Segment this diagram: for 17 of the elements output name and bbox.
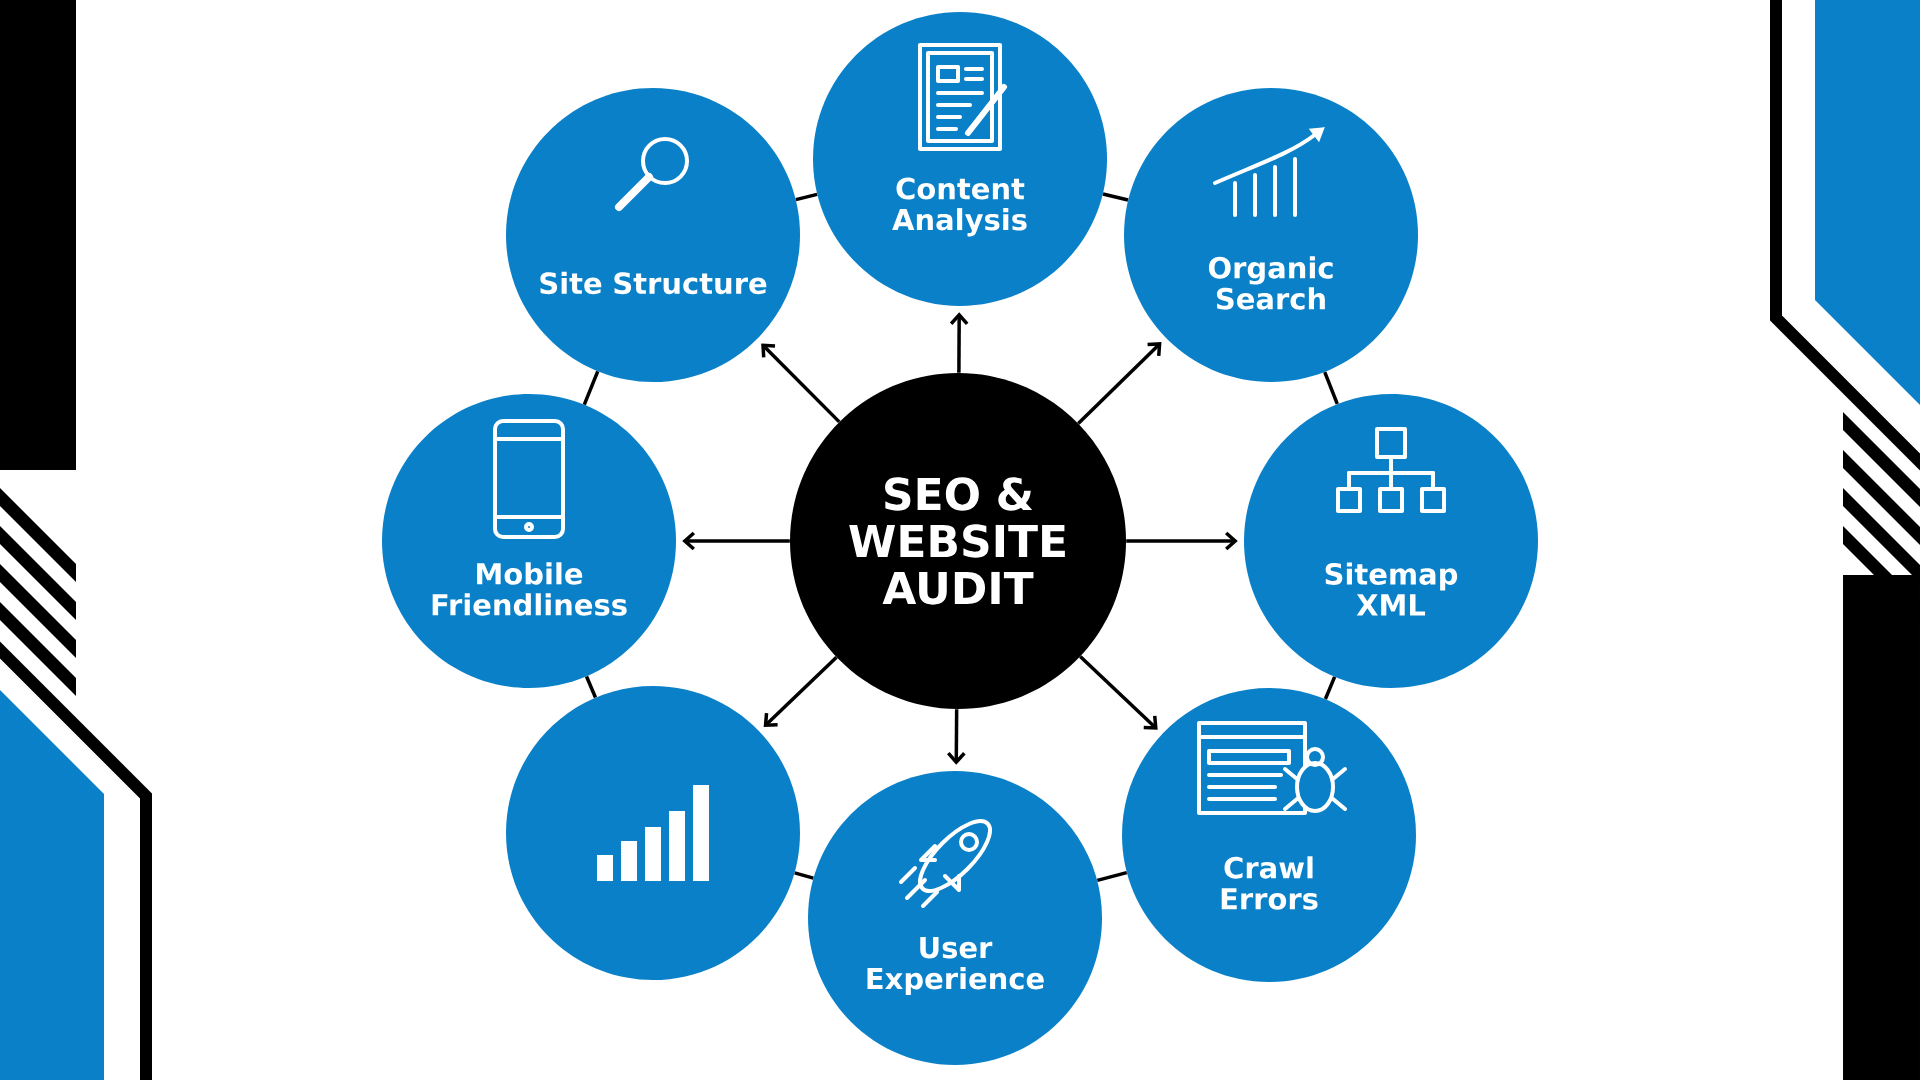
connector-line xyxy=(1102,192,1129,202)
connector-line xyxy=(795,192,818,202)
connector-line xyxy=(584,675,598,699)
arrow xyxy=(1079,655,1158,730)
arrow xyxy=(1077,342,1162,425)
connector-line xyxy=(1323,371,1339,405)
connector-line xyxy=(794,871,814,880)
arrow xyxy=(947,709,966,765)
arrow xyxy=(1126,531,1238,551)
arrow xyxy=(949,312,969,373)
arrow xyxy=(763,656,838,728)
arrow xyxy=(682,531,790,551)
connector-line xyxy=(582,370,600,406)
topic-circle xyxy=(506,686,800,980)
arrow xyxy=(761,343,841,424)
connector-line xyxy=(1096,870,1128,883)
connector-line xyxy=(1323,676,1337,700)
